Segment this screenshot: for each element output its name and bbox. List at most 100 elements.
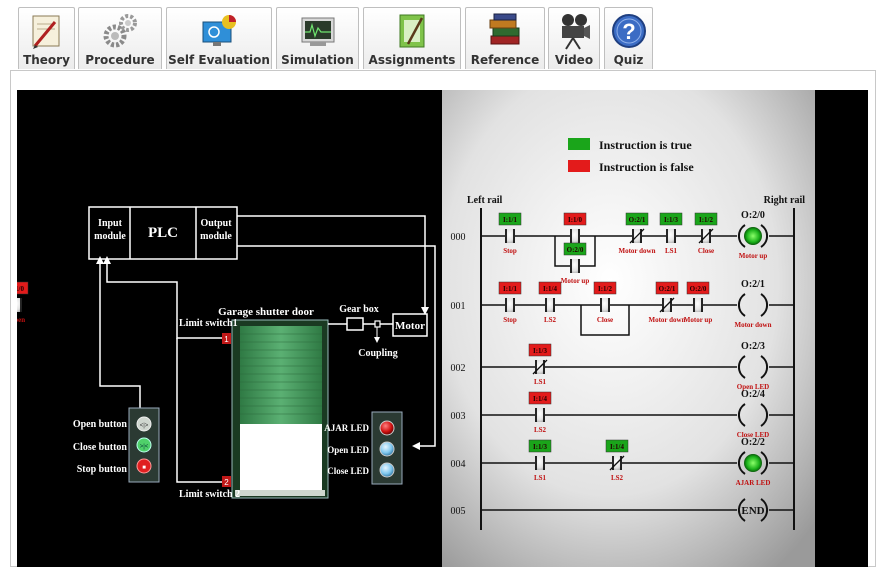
schematic-wires bbox=[99, 215, 436, 483]
gears-icon bbox=[103, 14, 137, 48]
contact-state-tag bbox=[605, 439, 629, 453]
stop-button-label: Stop button bbox=[77, 464, 128, 475]
tab-self-evaluation[interactable]: Self Evaluation bbox=[166, 7, 272, 69]
rung-001: 001I:1/1StopI:1/4LS2I:1/2CloseO:2/1Motor… bbox=[17, 279, 794, 336]
close-button-label: Close button bbox=[73, 442, 128, 453]
legend-false-swatch bbox=[568, 160, 590, 172]
simulation-canvas: Input module PLC Output module Garage sh… bbox=[17, 90, 868, 567]
contact-state-tag bbox=[528, 343, 552, 357]
gear-box bbox=[346, 317, 364, 331]
end-label: END bbox=[741, 505, 764, 517]
contact-tag: I:1/0 bbox=[17, 285, 25, 293]
contact-label: LS1 bbox=[534, 378, 547, 386]
left-rail-label: Left rail bbox=[467, 195, 502, 206]
contact-label: LS2 bbox=[544, 316, 557, 324]
contact-tag: I:1/3 bbox=[533, 443, 548, 451]
tab-assignments[interactable]: Assignments bbox=[363, 7, 461, 69]
tab-quiz[interactable]: ? Quiz bbox=[604, 7, 653, 69]
tab-reference[interactable]: Reference bbox=[465, 7, 545, 69]
contact-label: Close bbox=[597, 316, 613, 324]
right-rail-label: Right rail bbox=[764, 195, 806, 206]
open-button-label: Open button bbox=[73, 419, 128, 430]
output-module-label-1: Output bbox=[200, 218, 232, 229]
open-led-label: Open LED bbox=[327, 445, 369, 455]
contact-label: Motor down bbox=[618, 247, 655, 255]
contact-tag: I:1/2 bbox=[699, 216, 714, 224]
ajar-led bbox=[379, 420, 395, 436]
tab-reference-label: Reference bbox=[470, 53, 540, 67]
schematic-panel: Input module PLC Output module Garage sh… bbox=[73, 206, 436, 500]
notebook-pen-icon bbox=[399, 14, 425, 48]
rung-005: 005 END bbox=[451, 498, 794, 522]
contact-tag: O:2/0 bbox=[690, 285, 707, 293]
coupling-label: Coupling bbox=[358, 348, 397, 359]
question-icon: ? bbox=[611, 14, 646, 48]
tab-simulation[interactable]: Simulation bbox=[276, 7, 359, 69]
limit-switch2-label: Limit switch 2 bbox=[179, 489, 240, 500]
rung-number: 003 bbox=[451, 411, 466, 422]
tab-procedure[interactable]: Procedure bbox=[78, 7, 162, 69]
contact-state-tag bbox=[655, 281, 679, 295]
monitor-chart-icon bbox=[202, 15, 236, 46]
ajar-led-label: AJAR LED bbox=[324, 423, 369, 433]
contact-state-tag bbox=[694, 212, 718, 226]
rung-number: 005 bbox=[451, 506, 466, 517]
seal-in-branch bbox=[580, 305, 630, 336]
contact-state-tag bbox=[528, 439, 552, 453]
coil-tag: O:2/3 bbox=[741, 341, 765, 352]
coil-tag: O:2/0 bbox=[741, 210, 765, 221]
contact-state-tag bbox=[528, 391, 552, 405]
coil-tag: O:2/2 bbox=[741, 437, 765, 448]
contact-state-tag bbox=[686, 281, 710, 295]
stop-push-button[interactable]: ■ bbox=[136, 458, 152, 474]
close-push-button[interactable]: >|< bbox=[136, 437, 152, 453]
svg-text:>|<: >|< bbox=[140, 444, 149, 450]
tab-quiz-label: Quiz bbox=[613, 53, 644, 67]
open-push-button[interactable]: <|> bbox=[136, 416, 152, 432]
svg-text:?: ? bbox=[622, 19, 635, 44]
contact-tag: I:1/4 bbox=[543, 285, 558, 293]
rung-number: 004 bbox=[451, 459, 466, 470]
contact-tag: O:2/1 bbox=[659, 285, 676, 293]
limit-switch2-marker bbox=[222, 476, 231, 487]
ladder-panel: Instruction is true Instruction is false… bbox=[17, 90, 815, 567]
contact-label: Motor down bbox=[648, 316, 685, 324]
contact-state-tag bbox=[625, 212, 649, 226]
contact-tag: I:1/3 bbox=[533, 347, 548, 355]
output-module-label-2: module bbox=[200, 231, 232, 242]
legend-false-label: Instruction is false bbox=[599, 160, 694, 174]
legend-true-label: Instruction is true bbox=[599, 138, 692, 152]
coil-label: AJAR LED bbox=[736, 479, 771, 487]
contact-tag: I:1/4 bbox=[610, 443, 625, 451]
svg-text:<|>: <|> bbox=[140, 423, 149, 429]
contact-state-tag bbox=[659, 212, 683, 226]
contact-open[interactable]: I:1/0Open bbox=[17, 281, 29, 324]
contact-tag: I:1/1 bbox=[503, 285, 518, 293]
rung-number: 002 bbox=[451, 363, 466, 374]
tab-theory[interactable]: Theory bbox=[18, 7, 75, 69]
plc-garage-door-diagram: Input module PLC Output module Garage sh… bbox=[17, 90, 815, 567]
contact-tag: O:2/1 bbox=[629, 216, 646, 224]
contact-state-tag bbox=[17, 281, 29, 295]
film-camera-icon bbox=[562, 14, 590, 50]
coil-label: Close LED bbox=[737, 431, 769, 439]
tab-video[interactable]: Video bbox=[548, 7, 600, 69]
